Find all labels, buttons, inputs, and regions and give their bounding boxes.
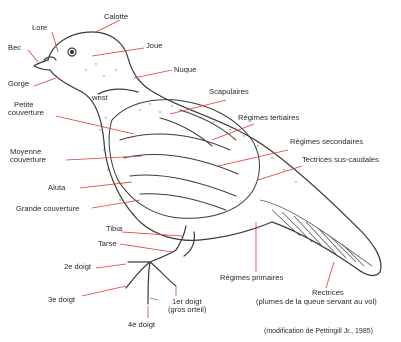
toe-4 — [148, 262, 150, 304]
label-lore: Lore — [32, 24, 47, 32]
tibia — [176, 226, 186, 250]
label-doigt-1-line2: (gros orteil) — [168, 306, 206, 314]
credit-note: (modification de Pettingill Jr., 1985) — [264, 328, 373, 335]
breast-outline — [50, 70, 200, 240]
label-doigt-3: 3e doigt — [48, 296, 75, 304]
label-regimes-primaires: Régimes primaires — [220, 274, 283, 282]
wing-outline — [109, 100, 259, 219]
label-petite-couverture-2: couverture — [8, 109, 44, 117]
toe-1 — [150, 262, 176, 286]
label-moyenne-couverture-2: couverture — [10, 156, 46, 164]
label-rectrices-line1: Rectrices — [312, 289, 344, 297]
label-aluta: Aluta — [48, 184, 65, 192]
label-doigt-4: 4e doigt — [128, 321, 155, 329]
label-wrist: wrist — [92, 94, 108, 102]
label-grande-couverture: Grande couverture — [16, 205, 79, 213]
label-tectrices: Tectrices sus-caudales — [302, 156, 379, 164]
beak-outline — [34, 60, 50, 70]
label-doigt-2: 2e doigt — [64, 263, 91, 271]
label-regimes-secondaires: Régimes secondaires — [290, 138, 363, 146]
label-tarse: Tarse — [98, 240, 117, 248]
belly-outline — [200, 222, 272, 240]
label-tibia: Tibia — [106, 225, 122, 233]
label-joue: Joue — [146, 42, 162, 50]
toe-3 — [126, 262, 150, 288]
label-calotte: Calotte — [104, 13, 128, 21]
label-rectrices-line2: (plumes de la queue servant au vol) — [256, 298, 377, 306]
label-regimes-tertiaires: Régimes tertiaires — [238, 114, 299, 122]
label-scapulaires: Scapulaires — [209, 88, 249, 96]
label-gorge: Gorge — [8, 80, 29, 88]
tarsus — [150, 250, 176, 262]
label-bec: Bec — [8, 44, 21, 52]
label-nuque: Nuque — [174, 66, 196, 74]
